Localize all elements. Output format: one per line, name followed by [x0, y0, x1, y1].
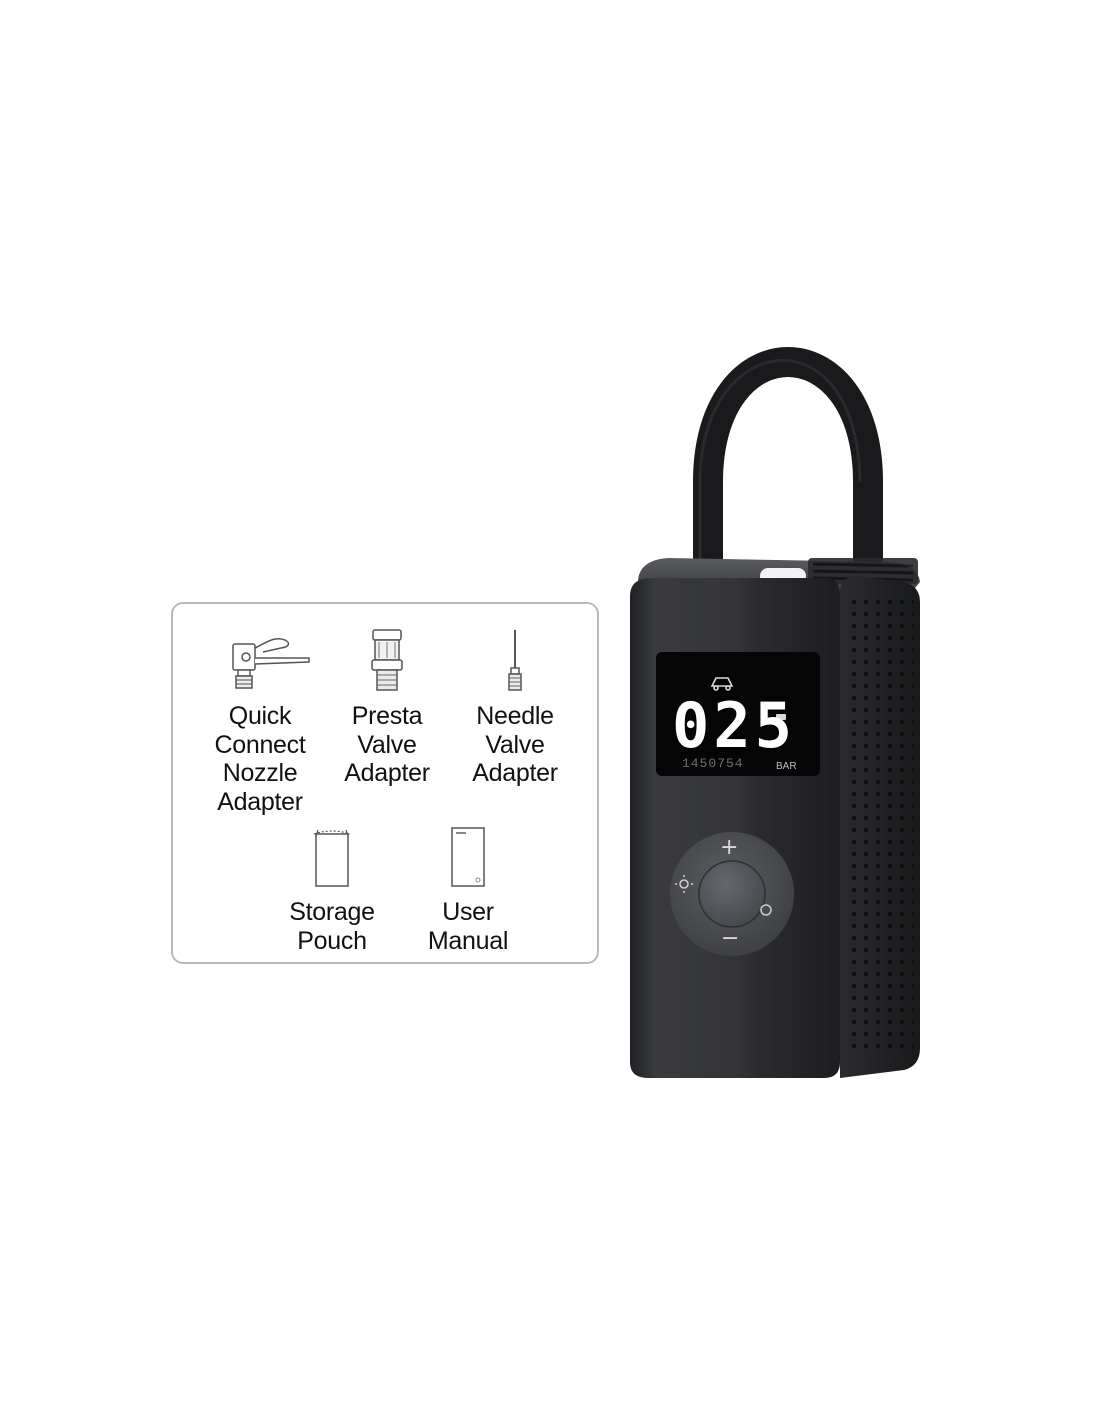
battery-icon — [776, 714, 786, 720]
presta-valve-adapter-icon — [371, 629, 403, 691]
accessories-panel: Quick Connect Nozzle Adapter Presta Valv… — [171, 602, 599, 964]
minus-button[interactable]: − — [721, 926, 740, 951]
accessory-label: Quick Connect Nozzle Adapter — [214, 702, 306, 816]
accessory-needle-valve: Needle Valve Adapter — [455, 628, 575, 788]
accessory-user-manual: User Manual — [409, 826, 527, 955]
accessory-label: Storage Pouch — [289, 898, 375, 955]
needle-valve-adapter-icon — [508, 630, 522, 691]
pressure-readout: 025 — [672, 689, 796, 762]
accessory-quick-connect: Quick Connect Nozzle Adapter — [200, 634, 320, 816]
unit-label: BAR — [776, 761, 797, 772]
quick-connect-nozzle-icon — [232, 637, 310, 689]
accessory-label: User Manual — [427, 898, 509, 955]
accessory-presta-valve: Presta Valve Adapter — [328, 628, 446, 788]
accessory-label: Presta Valve Adapter — [344, 702, 430, 787]
secondary-readout: 1450754 — [682, 756, 744, 771]
car-mode-icon — [710, 677, 734, 691]
mode-icon — [760, 904, 772, 916]
device-body — [630, 347, 920, 1078]
light-icon — [675, 875, 693, 893]
accessory-storage-pouch: Storage Pouch — [273, 826, 391, 955]
plus-button[interactable]: + — [720, 835, 739, 860]
power-button[interactable] — [701, 864, 763, 926]
storage-pouch-icon — [313, 829, 351, 887]
user-manual-icon — [451, 827, 485, 887]
accessory-label: Needle Valve Adapter — [472, 702, 558, 787]
air-pump-device: 025 1450754 BAR + − — [608, 332, 1068, 1122]
